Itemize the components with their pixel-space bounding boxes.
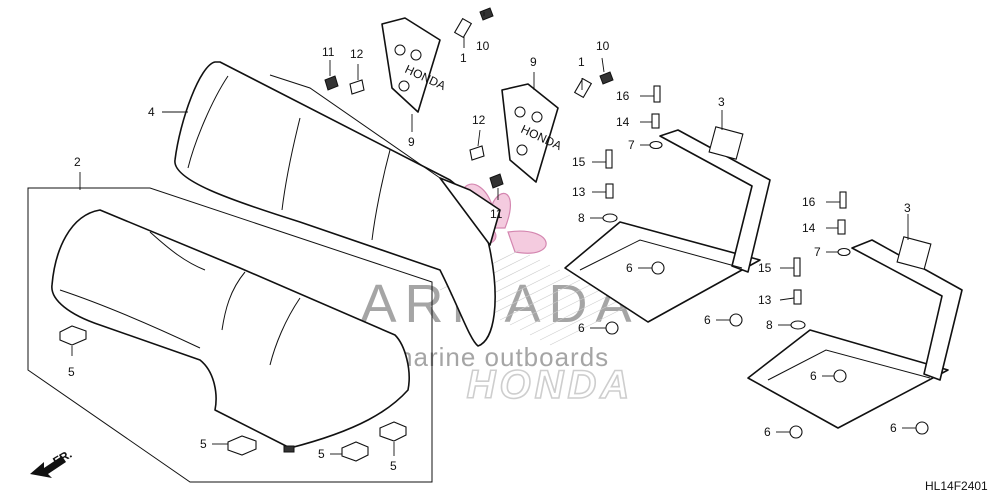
collar [573, 77, 593, 99]
callouts: 1 1 2 3 3 4 5 5 5 5 6 6 6 6 6 6 7 7 8 8 … [68, 39, 911, 473]
callout-15: 15 [758, 261, 772, 275]
callout-12: 12 [350, 47, 364, 61]
callout-6: 6 [704, 313, 711, 327]
callout-8: 8 [766, 318, 773, 332]
leader-lines [71, 12, 916, 456]
back-bracket-right[interactable]: HONDA [501, 83, 564, 183]
bolt [469, 145, 485, 161]
callout-11: 11 [322, 45, 335, 59]
grommet [602, 213, 618, 223]
watermark-hatch [439, 249, 631, 346]
bolt [793, 289, 802, 305]
bolt [651, 113, 660, 129]
pad [227, 435, 257, 456]
callout-3: 3 [718, 95, 725, 109]
nut [605, 321, 619, 335]
callout-6: 6 [764, 425, 771, 439]
diagram-code: HL14F2401 [925, 479, 988, 493]
seat-back[interactable] [174, 61, 501, 347]
washer [837, 247, 851, 257]
callout-6: 6 [890, 421, 897, 435]
callout-1: 1 [460, 51, 467, 65]
callout-8: 8 [578, 211, 585, 225]
seat-cushion-pads [59, 325, 407, 462]
callout-6: 6 [578, 321, 585, 335]
bolt [839, 191, 847, 209]
nut [833, 369, 847, 383]
callout-10: 10 [596, 39, 610, 53]
callout-5: 5 [200, 437, 207, 451]
callout-9: 9 [530, 55, 537, 69]
bolt [479, 7, 494, 21]
seat-frame-right[interactable] [747, 236, 963, 429]
watermark: ARMADA marine outboards HONDA [360, 183, 639, 408]
bolt [599, 71, 614, 85]
nut [915, 421, 929, 435]
pad [341, 441, 369, 462]
watermark-brand: ARMADA [360, 274, 639, 334]
collar [453, 17, 473, 39]
watermark-tagline: marine outboards [391, 342, 609, 372]
frame-tab [896, 236, 932, 270]
back-bracket-left[interactable]: HONDA [381, 17, 448, 113]
front-arrow: FR. [30, 447, 74, 478]
hardware-frame [602, 85, 929, 439]
callout-6: 6 [626, 261, 633, 275]
callout-5: 5 [68, 365, 75, 379]
nut [651, 261, 665, 275]
callout-2: 2 [74, 155, 81, 169]
callout-11: 11 [490, 207, 503, 221]
grommet [790, 320, 806, 330]
nut [729, 313, 743, 327]
callout-6: 6 [810, 369, 817, 383]
bolt [489, 173, 504, 189]
seat-cushion-assembly-box [27, 187, 433, 483]
washer [649, 140, 663, 150]
bolt [605, 149, 613, 169]
callout-16: 16 [616, 89, 630, 103]
callout-7: 7 [628, 138, 635, 152]
callout-5: 5 [390, 459, 397, 473]
bolt [605, 183, 614, 199]
hardware-bracket [324, 7, 614, 189]
callout-5: 5 [318, 447, 325, 461]
callout-15: 15 [572, 155, 586, 169]
seat-cushion[interactable] [51, 209, 410, 449]
callout-9: 9 [408, 135, 415, 149]
callout-13: 13 [758, 293, 772, 307]
callout-13: 13 [572, 185, 586, 199]
bolt [793, 257, 801, 277]
watermark-maker: HONDA [467, 363, 634, 407]
callout-3: 3 [904, 201, 911, 215]
callout-10: 10 [476, 39, 490, 53]
callout-12: 12 [472, 113, 486, 127]
pad [379, 421, 407, 442]
callout-16: 16 [802, 195, 816, 209]
bolt [324, 75, 339, 91]
callout-14: 14 [802, 221, 816, 235]
pad [283, 445, 295, 453]
callout-14: 14 [616, 115, 630, 129]
bolt [349, 79, 365, 95]
bolt [837, 219, 846, 235]
callout-4: 4 [148, 105, 155, 119]
frame-tab [708, 126, 744, 160]
bolt [653, 85, 661, 103]
nut [789, 425, 803, 439]
pad [59, 325, 87, 346]
callout-7: 7 [814, 245, 821, 259]
callout-1: 1 [578, 55, 585, 69]
front-arrow-icon [30, 456, 66, 478]
